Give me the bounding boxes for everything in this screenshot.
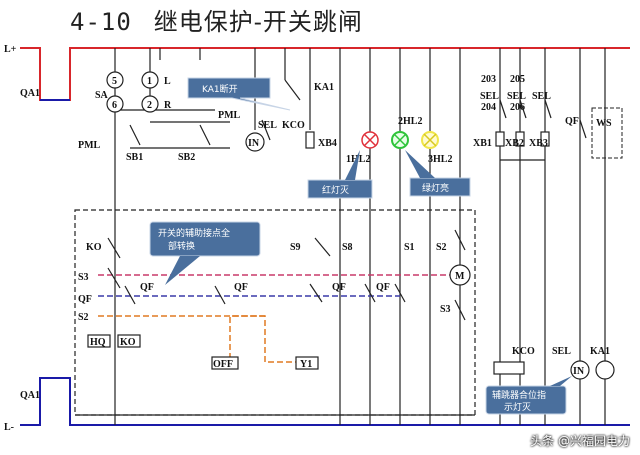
label-qf-4: QF [332,282,346,293]
callout-aux-contacts: 开关的辅助接点全 部转换 [149,221,261,285]
top-contacts [129,79,301,146]
label-s2: S2 [78,312,89,323]
label-m: M [455,271,465,282]
motor-icon [449,264,471,286]
label-in: IN [248,138,260,149]
auxiliary-links [98,274,460,363]
label-qf-2: QF [140,282,154,293]
label-205: 205 [510,74,525,85]
label-r: R [164,100,172,111]
label-sel-1: SEL [480,91,499,102]
label-l: L [164,76,171,87]
watermark: 头条 @兴福园电力 [530,434,630,448]
dial-6: 6 [112,100,117,111]
xb4-icon [305,131,315,149]
label-qf: QF [78,294,92,305]
label-3hl2: 3HL2 [428,154,452,165]
label-s3-right: S3 [440,304,451,315]
label-2hl2: 2HL2 [398,116,422,127]
dial-5: 5 [112,76,117,87]
label-hq: HQ [90,337,106,348]
label-in-coil: IN [573,366,585,377]
callout-green-on: 绿灯亮 [405,150,471,197]
box-contacts [107,229,466,321]
breaker-bottom-label: QA1 [20,390,40,401]
in-relay-icon [245,132,265,152]
breaker-top-label: QA1 [20,88,40,99]
label-s2-right: S2 [436,242,447,253]
label-sb1: SB1 [126,152,143,163]
callout-aux-contacts-line1: 开关的辅助接点全 [158,227,230,239]
label-ka1-coil: KA1 [590,346,610,357]
label-sel-2: SEL [507,91,526,102]
rail-negative-label: L- [4,422,14,433]
label-xb3: XB3 [529,138,548,149]
xb-plates [495,99,587,147]
yellow-lamp-icon [421,131,439,149]
label-kco-coil: KCO [512,346,535,357]
label-ko: KO [86,242,102,253]
label-ws: WS [596,118,612,129]
label-s1: S1 [404,242,415,253]
label-pml-left: PML [78,140,101,151]
negative-rail [20,377,630,426]
callout-ka1-open: KA1断开 [187,77,291,111]
label-pml-top: PML [218,110,241,121]
label-qf-right: QF [565,116,579,127]
callout-red-off: 红灯灭 [307,150,373,199]
label-qf-box: QF [376,282,390,293]
dial-1: 1 [147,76,152,87]
switchgear-box [74,209,476,416]
label-xb2: XB2 [505,138,524,149]
label-xb1: XB1 [473,138,492,149]
red-lamp-icon [361,131,379,149]
label-204: 204 [481,102,496,113]
callout-green-on-text: 绿灯亮 [422,182,449,194]
sel-in-icon [570,360,590,380]
title-number: 4-10 [70,8,132,36]
callout-ka1-open-text: KA1断开 [202,83,238,95]
label-s8: S8 [342,242,353,253]
label-ko-coil: KO [120,337,136,348]
label-xb4: XB4 [318,138,337,149]
kco-coil-icon [493,361,525,375]
label-sb2: SB2 [178,152,195,163]
label-sel-3: SEL [532,91,551,102]
callout-sel-line2: 示灯灭 [504,402,531,413]
selector-dials [106,71,159,113]
label-off: OFF [213,359,233,370]
label-ka1: KA1 [314,82,334,93]
label-206: 206 [510,102,525,113]
callout-sel-line1: 辅跳器合位指 [492,389,546,401]
label-203: 203 [481,74,496,85]
page-title: 4-10 继电保护-开关跳闸 [70,2,363,37]
label-qf-3: QF [234,282,248,293]
positive-rail [20,47,630,101]
label-s3: S3 [78,272,89,283]
label-y1: Y1 [300,359,312,370]
label-sa: SA [95,90,109,101]
callout-aux-contacts-line2: 部转换 [168,240,195,252]
label-sel: SEL [258,120,277,131]
label-sel-coil: SEL [552,346,571,357]
callout-red-off-text: 红灯灭 [322,184,349,196]
title-text: 继电保护-开关跳闸 [153,8,363,36]
green-lamp-icon [391,131,409,149]
box-coils [87,334,319,370]
label-s9: S9 [290,242,301,253]
rail-positive-label: L+ [4,44,17,55]
callout-sel: 辅跳器合位指 示灯灭 [485,376,572,415]
label-kco: KCO [282,120,305,131]
dial-2: 2 [147,100,152,111]
ws-box [591,107,623,159]
ka1-coil-icon [595,360,615,380]
